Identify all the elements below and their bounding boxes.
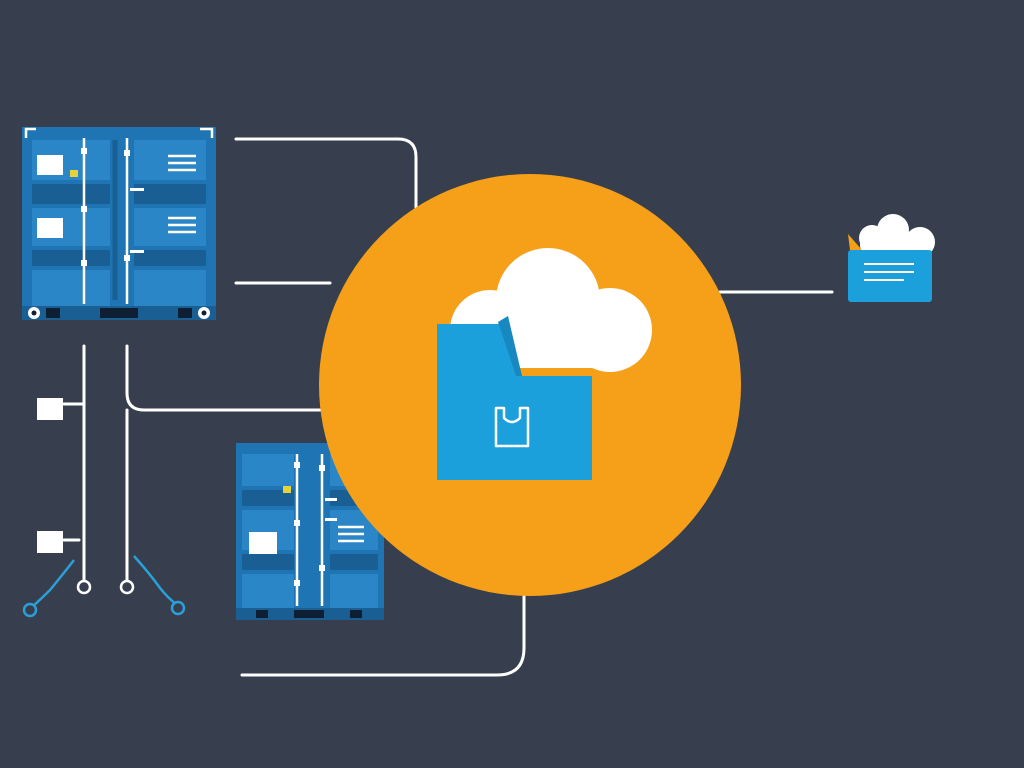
label-box-icon — [37, 398, 63, 420]
connector-bottom — [240, 590, 526, 677]
node-blue-left — [22, 602, 38, 618]
connector-top — [234, 137, 418, 214]
blue-branch-left — [32, 559, 75, 607]
cloud-folder-icon — [319, 174, 741, 596]
node-blue-right — [170, 600, 186, 616]
cloud-folder-icon — [848, 214, 935, 302]
connectors — [62, 137, 834, 677]
connector-left-branch — [125, 344, 324, 412]
node-white-b — [119, 579, 135, 595]
shipping-container-icon — [22, 127, 216, 320]
blue-branch-right — [133, 555, 177, 605]
folder-icon — [437, 316, 592, 480]
label-box-icon — [37, 531, 63, 553]
end-nodes — [22, 555, 186, 618]
node-white-a — [76, 579, 92, 595]
